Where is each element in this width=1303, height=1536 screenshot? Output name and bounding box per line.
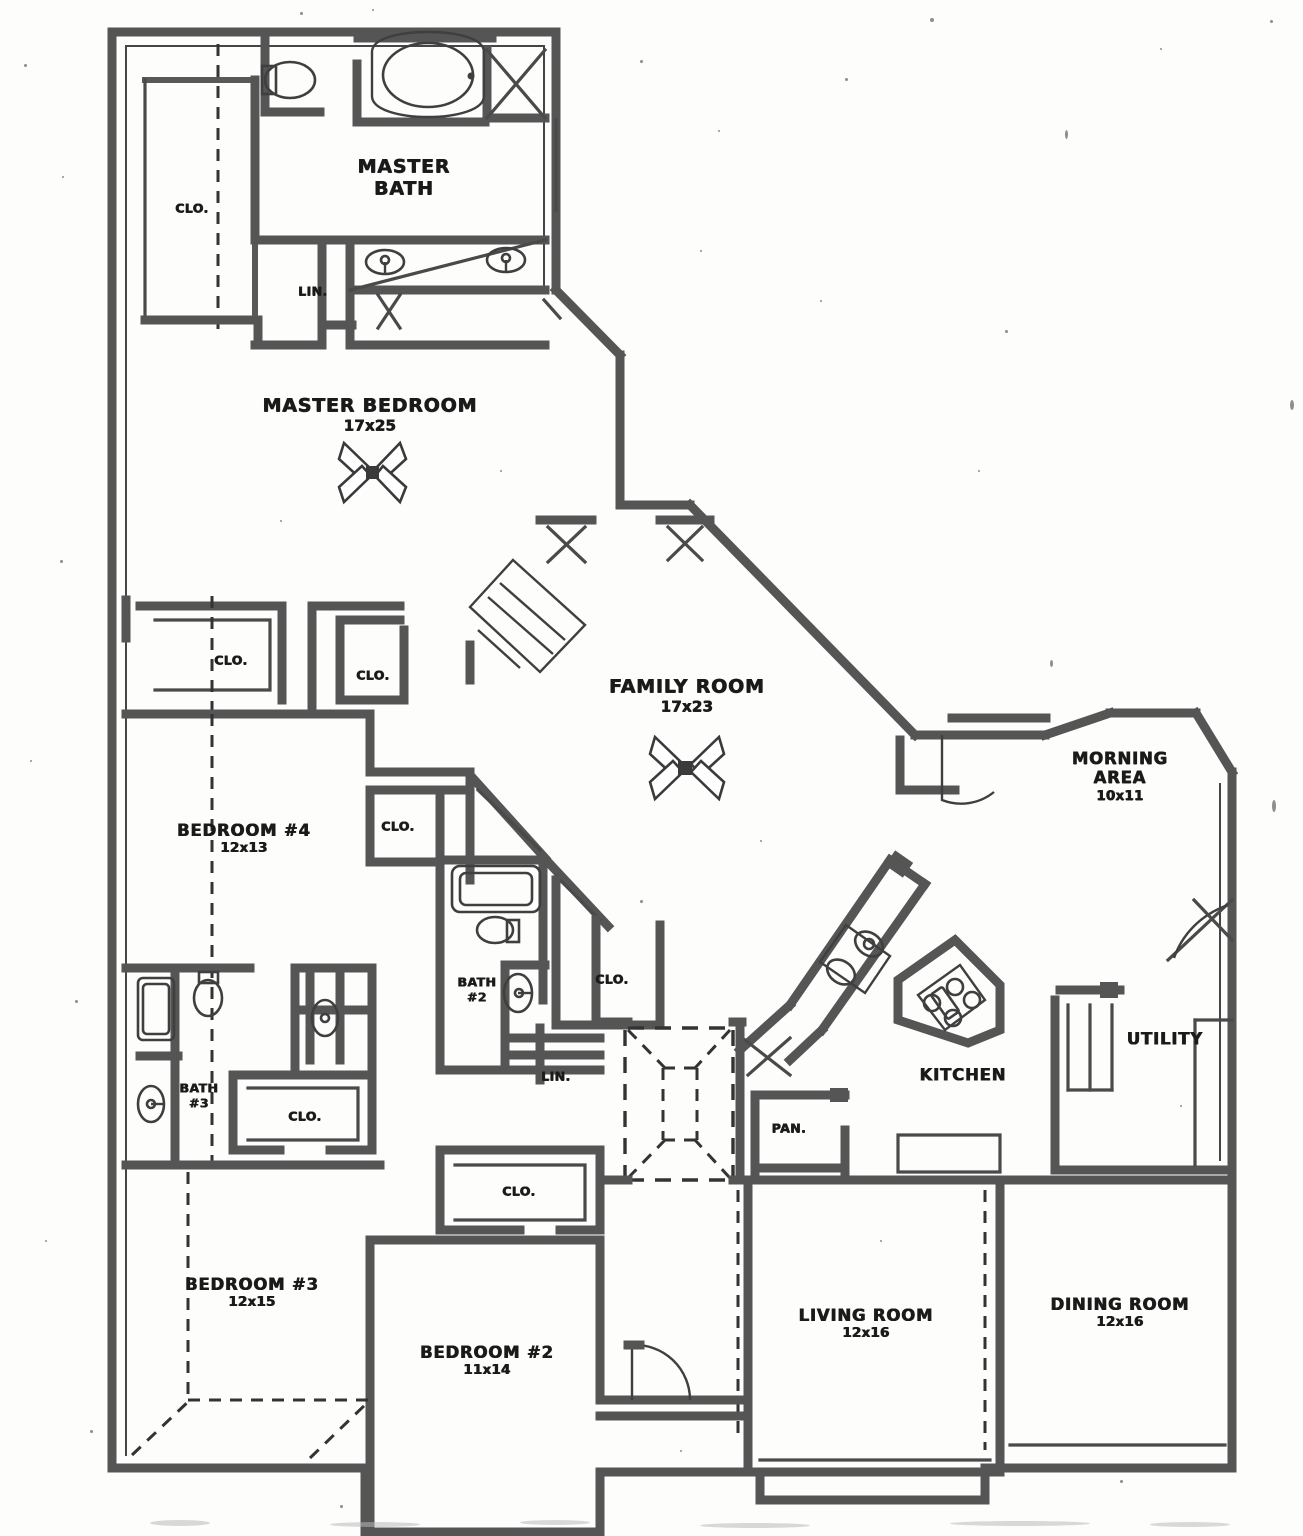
room-name-line2: #2 bbox=[467, 989, 487, 1004]
linen-label: LIN. bbox=[541, 1068, 571, 1084]
bath3-walls bbox=[121, 963, 385, 1170]
room-name: BATH bbox=[457, 974, 497, 990]
room-name: UTILITY bbox=[1126, 1029, 1204, 1049]
closet-label-hall-2: CLO. bbox=[356, 667, 390, 684]
room-name: MASTER bbox=[357, 155, 451, 178]
room-label-master-bedroom: MASTER BEDROOM 17x25 bbox=[263, 394, 478, 435]
room-name: MASTER BEDROOM bbox=[262, 394, 478, 417]
room-dimension: 17x23 bbox=[660, 697, 714, 716]
closet-label: CLO. bbox=[214, 652, 248, 668]
exterior-walls bbox=[107, 27, 1239, 1536]
room-name-line2: AREA bbox=[1093, 768, 1147, 788]
master-bath-fixtures bbox=[260, 30, 527, 276]
bath2-walls bbox=[435, 768, 665, 1085]
room-label-bedroom-2: BEDROOM #2 11x14 bbox=[420, 1343, 554, 1379]
room-name: BEDROOM #4 bbox=[177, 820, 311, 840]
bath3-fixtures bbox=[136, 970, 340, 1124]
foyer-dashed-ceiling bbox=[595, 1017, 1060, 1450]
room-dimension: 12x13 bbox=[220, 840, 268, 857]
room-name-line2: #3 bbox=[189, 1095, 209, 1110]
room-label-bedroom-4: BEDROOM #4 12x13 bbox=[177, 821, 311, 857]
room-name: DINING ROOM bbox=[1050, 1294, 1190, 1314]
closet-label-bath-3: CLO. bbox=[288, 1108, 322, 1125]
closet-label: CLO. bbox=[502, 1183, 536, 1199]
room-dimension: 11x14 bbox=[463, 1362, 511, 1379]
room-dimension: 12x16 bbox=[842, 1325, 890, 1342]
pantry-label: PAN. bbox=[771, 1120, 807, 1137]
closet-label: CLO. bbox=[595, 971, 629, 987]
room-name: MORNING bbox=[1071, 749, 1169, 769]
room-label-living-room: LIVING ROOM 12x16 bbox=[799, 1306, 934, 1342]
room-name: KITCHEN bbox=[919, 1065, 1007, 1085]
lower-room-walls bbox=[130, 1145, 1237, 1536]
master-bedroom-ceiling-fan bbox=[337, 440, 408, 505]
family-room-elements bbox=[465, 515, 726, 802]
pantry-label: PAN. bbox=[771, 1120, 807, 1136]
closet-label-bath-2: CLO. bbox=[595, 971, 629, 988]
room-name: BATH bbox=[179, 1080, 219, 1096]
closet-label: CLO. bbox=[175, 200, 209, 216]
linen-label: LIN. bbox=[298, 283, 328, 299]
room-dimension: 12x15 bbox=[228, 1294, 276, 1311]
closet-label: CLO. bbox=[288, 1108, 322, 1124]
room-label-family-room: FAMILY ROOM 17x23 bbox=[609, 675, 765, 716]
closet-label-hall-1: CLO. bbox=[214, 652, 248, 669]
room-name-line2: BATH bbox=[374, 178, 434, 200]
room-dimension: 10x11 bbox=[1096, 788, 1144, 805]
closet-label-bedroom-2: CLO. bbox=[502, 1183, 536, 1200]
linen-label-master: LIN. bbox=[298, 283, 328, 300]
closet-label-bedroom-4: CLO. bbox=[381, 818, 415, 835]
pantry-walls bbox=[750, 1088, 1002, 1185]
closet-label-master: CLO. bbox=[175, 200, 209, 217]
room-label-bath-2: BATH #2 bbox=[457, 974, 497, 1005]
closet-label: CLO. bbox=[381, 818, 415, 834]
linen-label-hall: LIN. bbox=[541, 1068, 571, 1085]
room-label-kitchen: KITCHEN bbox=[920, 1065, 1007, 1084]
room-label-dining-room: DINING ROOM 12x16 bbox=[1051, 1295, 1190, 1331]
room-label-morning-area: MORNING AREA 10x11 bbox=[1072, 749, 1168, 805]
bath2-fixtures bbox=[450, 864, 542, 1014]
room-name: BEDROOM #2 bbox=[420, 1342, 554, 1362]
room-dimension: 17x25 bbox=[343, 416, 397, 435]
morning-area-kitchen-walls bbox=[733, 713, 1235, 1078]
room-name: FAMILY ROOM bbox=[609, 675, 765, 698]
room-label-bedroom-3: BEDROOM #3 12x15 bbox=[185, 1275, 319, 1311]
door-openings bbox=[107, 118, 563, 645]
room-dimension: 12x16 bbox=[1096, 1314, 1144, 1331]
room-label-master-bath: MASTER BATH bbox=[358, 156, 451, 201]
master-suite-walls bbox=[140, 27, 550, 350]
room-name: LIVING ROOM bbox=[798, 1305, 934, 1325]
room-label-bath-3: BATH #3 bbox=[179, 1080, 219, 1111]
closet-label: CLO. bbox=[356, 667, 390, 683]
room-name: BEDROOM #3 bbox=[185, 1274, 319, 1294]
utility-walls bbox=[1050, 982, 1237, 1175]
room-label-utility: UTILITY bbox=[1127, 1029, 1203, 1048]
